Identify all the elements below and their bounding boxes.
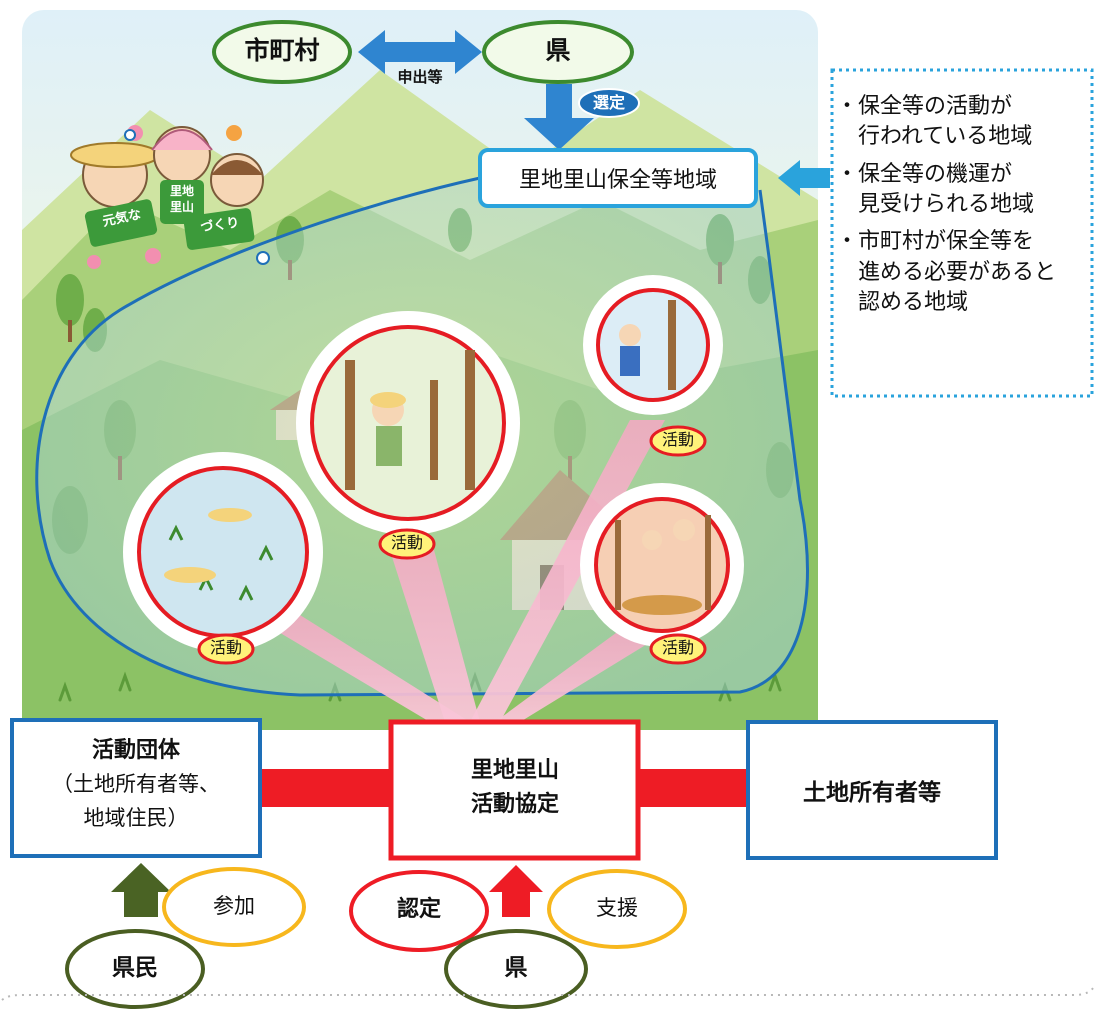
activity-label-rice: 活動 [209,638,242,657]
activity-circle-forest [296,311,520,535]
participation-label: 参加 [213,894,255,918]
top-flow [212,20,830,208]
activity-group-title: 活動団体 [91,738,180,763]
criteria-item-1: 保全等の活動が 行われている地域 [836,92,1092,153]
criteria-item-3: 市町村が保全等を 進める必要があると 認める地域 [836,227,1092,318]
activity-badge-forest [378,528,436,560]
activity-label-survey: 活動 [661,430,694,449]
activity-group-box [10,718,262,858]
certification-up-arrow [489,865,543,917]
residents-label: 県民 [112,955,158,981]
landowners-label: 土地所有者等 [803,780,941,806]
children-illustration [70,125,270,269]
area-label: 里地里山保全等地域 [518,168,717,193]
connector-bar-right [637,769,749,807]
sign-middle-text: 里地 里山 [169,184,194,214]
activity-circle-leaves [580,483,744,647]
select-down-arrow [524,84,594,150]
activity-badge-survey [649,425,707,457]
request-double-arrow [358,30,482,74]
prefecture-label-top: 県 [545,36,571,65]
activity-beams [250,420,670,722]
request-label: 申出等 [397,68,443,86]
activity-group-sub-1: （土地所有者等、 [52,772,220,796]
participation-up-arrow [111,863,171,917]
activity-badge-leaves [649,633,707,665]
participation-ellipse [162,867,306,947]
select-badge [578,88,640,118]
residents-ellipse [65,929,205,1009]
select-label: 選定 [592,93,625,112]
activity-group-sub-2: 地域住民） [83,806,189,830]
municipality-node [212,20,352,84]
prefecture-ellipse-bottom [444,929,588,1009]
criteria-item-2: 保全等の機運が 見受けられる地域 [836,160,1092,221]
activity-label-forest: 活動 [390,533,423,552]
criteria-arrow [778,160,830,196]
activity-badges [197,425,707,665]
prefecture-label-bottom: 県 [504,955,528,981]
bottom-dotted-border [1,984,1096,1001]
activity-circle-rice [123,452,323,652]
prefecture-node-top [482,20,634,84]
activity-circle-survey [583,275,723,415]
activity-badge-rice [197,633,255,665]
area-label-box [478,148,758,208]
agreement-line-2: 活動協定 [470,792,559,817]
connector-bar-left [262,769,392,807]
certification-label: 認定 [396,897,441,922]
municipality-label: 市町村 [244,36,320,65]
certification-ellipse [349,870,489,952]
criteria-list: 保全等の活動が 行われている地域 保全等の機運が 見受けられる地域 市町村が保全… [836,92,1092,326]
support-label: 支援 [596,896,638,920]
activity-label-leaves: 活動 [661,638,694,657]
support-ellipse [547,869,687,949]
agreement-box [388,719,641,861]
agreement-line-1: 里地里山 [470,758,559,783]
landowners-box [746,720,998,860]
